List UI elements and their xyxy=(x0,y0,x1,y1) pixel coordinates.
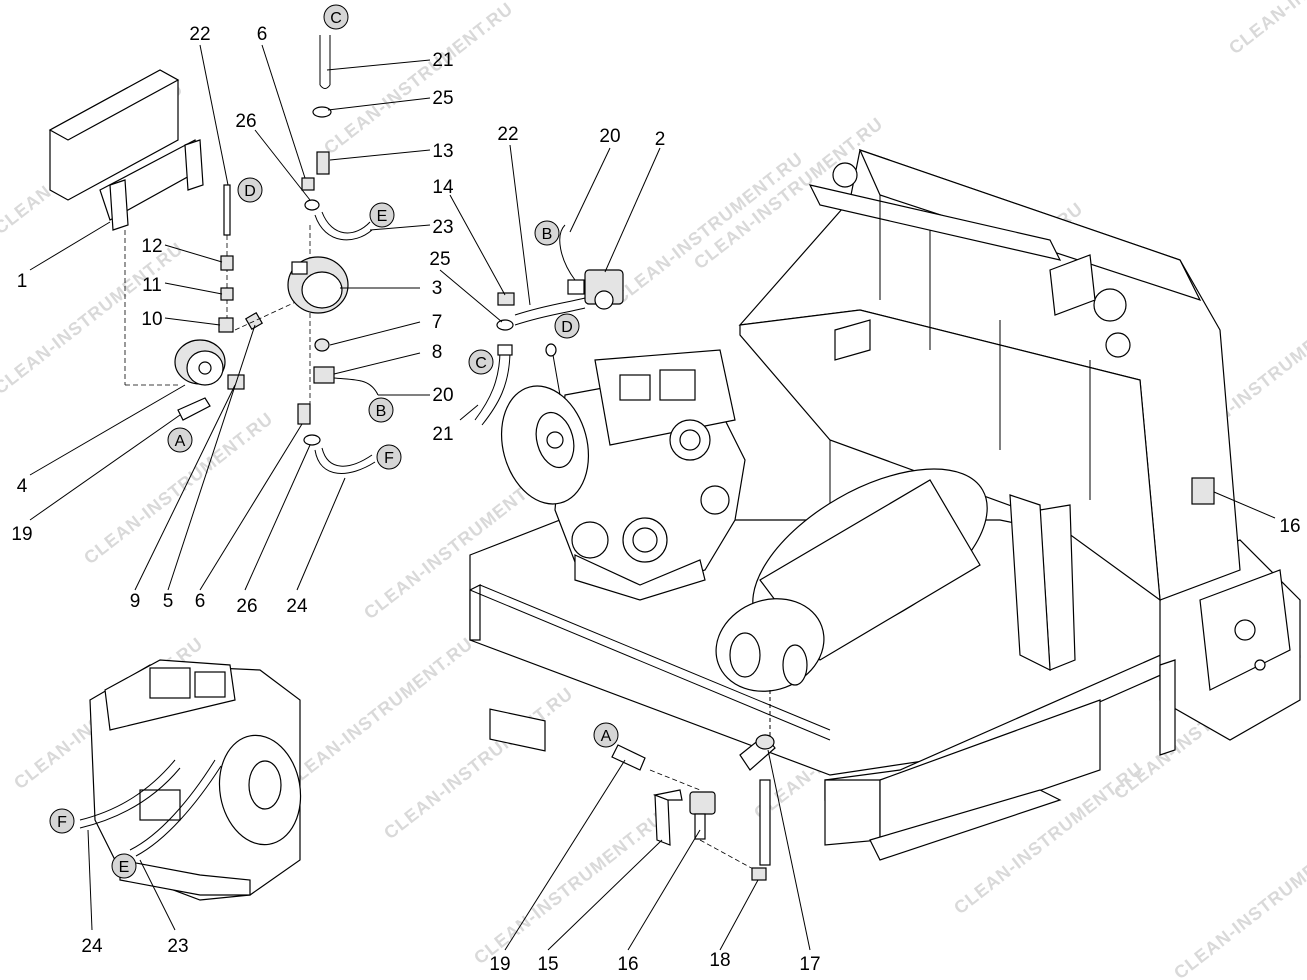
connector-label: B xyxy=(542,226,553,243)
part-5-fitting xyxy=(244,311,264,331)
callout-6-bottom: 6 xyxy=(195,591,206,612)
callout-25-top: 25 xyxy=(432,88,453,109)
part-19-pipe-lower xyxy=(611,744,646,771)
leader-lines xyxy=(29,44,1276,951)
connector-b-engine: B xyxy=(534,220,560,246)
connector-e-engine-side: E xyxy=(111,853,137,879)
fuel-pump-stack xyxy=(287,35,379,474)
part-26-washer-lower xyxy=(303,434,321,446)
callout-19-left: 19 xyxy=(11,524,32,545)
connector-label: A xyxy=(601,728,612,745)
part-7-nut xyxy=(314,338,330,352)
callout-20-left: 20 xyxy=(432,385,453,406)
part-10-fitting xyxy=(218,317,234,333)
connector-a-left: A xyxy=(167,427,193,453)
engine-side-view xyxy=(79,659,302,901)
connection-markers: C D E B F A B D xyxy=(49,4,619,879)
callout-19-bottom: 19 xyxy=(489,954,510,975)
callout-16-frame: 16 xyxy=(1279,516,1300,537)
callout-12: 12 xyxy=(141,236,162,257)
watermark: CLEAN-INSTRUMENT.RU xyxy=(1170,823,1307,980)
part-13-fitting xyxy=(316,151,330,175)
callout-11: 11 xyxy=(142,275,162,296)
callout-8: 8 xyxy=(432,342,443,363)
part-26-washer xyxy=(304,199,320,211)
part-25-clamp xyxy=(496,319,514,331)
callout-9: 9 xyxy=(130,591,141,612)
connector-c-engine: C xyxy=(468,349,494,375)
watermark: CLEAN-INSTRUMENT.RU xyxy=(320,0,517,158)
connector-f-left: F xyxy=(376,444,402,470)
connector-label: F xyxy=(384,450,394,467)
part-25-clamp xyxy=(312,106,332,118)
callout-22-engine: 22 xyxy=(497,124,518,145)
part-6-fitting-lower xyxy=(297,403,311,425)
callout-4: 4 xyxy=(17,476,28,497)
callout-20-engine: 20 xyxy=(599,126,620,147)
connector-label: D xyxy=(561,319,573,336)
part-15-bracket xyxy=(654,794,671,846)
callout-15: 15 xyxy=(537,954,558,975)
callout-24-bottom: 24 xyxy=(81,936,103,957)
part-16-valve xyxy=(689,791,716,815)
part-17-pipe xyxy=(759,779,771,866)
callout-7: 7 xyxy=(432,312,443,333)
callout-17: 17 xyxy=(799,954,820,975)
connector-d-left: D xyxy=(237,177,263,203)
callout-23-top: 23 xyxy=(432,217,453,238)
part-22-tube xyxy=(223,184,231,236)
connector-b-left: B xyxy=(368,397,394,423)
connector-label: D xyxy=(244,183,256,200)
connector-d-engine: D xyxy=(554,313,580,339)
connector-label: E xyxy=(377,208,388,225)
callout-24-top: 24 xyxy=(286,596,308,617)
connector-label: C xyxy=(475,355,487,372)
part-19-pipe xyxy=(177,397,211,421)
part-8-fitting xyxy=(313,366,335,384)
callout-10: 10 xyxy=(141,309,162,330)
engine-main xyxy=(474,224,746,601)
bracket-assembly xyxy=(48,69,204,386)
callout-23-bottom: 23 xyxy=(167,936,188,957)
callout-18: 18 xyxy=(709,950,730,971)
watermark: CLEAN-INSTRUMENT.RU xyxy=(470,808,667,968)
callout-3: 3 xyxy=(432,278,443,299)
connector-e-left: E xyxy=(369,202,395,228)
callout-2: 2 xyxy=(655,129,666,150)
connector-label: F xyxy=(57,814,67,831)
part-16-relay xyxy=(1191,477,1215,505)
lower-fuel-parts xyxy=(611,734,776,881)
connector-c-top: C xyxy=(323,4,349,30)
part-12-fitting xyxy=(220,255,234,271)
callout-13: 13 xyxy=(432,141,453,162)
part-18-fitting xyxy=(751,867,767,881)
callout-5: 5 xyxy=(163,591,174,612)
callout-25-engine: 25 xyxy=(429,249,450,270)
frame-rear-end xyxy=(824,779,881,846)
callout-14: 14 xyxy=(432,177,454,198)
connector-label: A xyxy=(175,433,186,450)
part-14-elbow xyxy=(497,292,515,306)
fuel-filter-group xyxy=(174,184,301,421)
callout-16-bottom: 16 xyxy=(617,954,638,975)
callout-22-left: 22 xyxy=(189,24,210,45)
watermark: CLEAN-INSTRUMENT.RU xyxy=(1225,0,1307,58)
watermark: CLEAN-INSTRUMENT.RU xyxy=(280,633,477,793)
connector-a-lower: A xyxy=(593,722,619,748)
callout-26-bottom: 26 xyxy=(236,596,257,617)
part-11-fitting xyxy=(220,287,234,301)
callout-numbers: 1 2 3 4 5 6 6 7 8 9 10 11 12 13 14 15 16… xyxy=(11,24,1300,975)
callout-26-top: 26 xyxy=(235,111,256,132)
connector-f-engine-side: F xyxy=(49,808,75,834)
callout-6-top: 6 xyxy=(257,24,268,45)
callout-1: 1 xyxy=(17,271,28,292)
connector-label: C xyxy=(330,10,342,27)
connector-label: E xyxy=(119,859,130,876)
connector-label: B xyxy=(376,403,387,420)
callout-21-engine: 21 xyxy=(432,424,453,445)
callout-21-top: 21 xyxy=(432,50,453,71)
part-6-fitting xyxy=(301,177,315,191)
watermark: CLEAN-INSTRUMENT.RU xyxy=(380,683,577,843)
